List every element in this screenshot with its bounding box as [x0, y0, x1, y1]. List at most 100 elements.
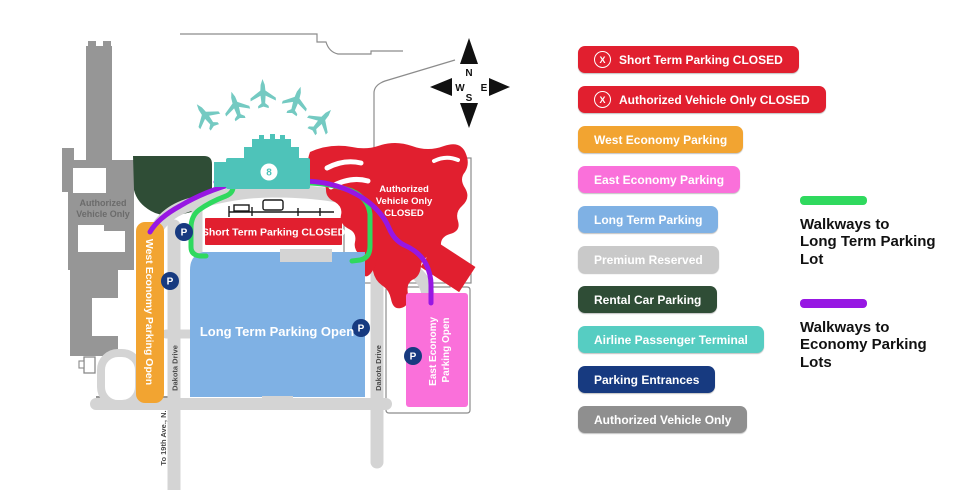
terminal-top — [252, 139, 291, 160]
legend-item-authorized-only: Authorized Vehicle Only — [578, 406, 748, 433]
terminal-gate-badge — [260, 163, 278, 181]
legend-item-premium-reserved: Premium Reserved — [578, 246, 719, 273]
compass-s-label: S — [466, 93, 473, 104]
svg-text:CLOSED: CLOSED — [384, 208, 424, 219]
long-term-top-notch — [280, 249, 332, 262]
compass-south-arrow — [460, 103, 478, 128]
compass-west-arrow — [430, 78, 452, 96]
walkway-purple-east — [292, 178, 434, 306]
boundary-east — [373, 59, 456, 158]
legend-item-parking-entrances: Parking Entrances — [578, 366, 716, 393]
compass-e-label: E — [481, 83, 488, 94]
terminal-stub — [244, 147, 252, 159]
long-term-bottom-tab — [262, 396, 293, 407]
svg-text:Authorized: Authorized — [80, 198, 127, 208]
legend-item-label: Rental Car Parking — [594, 292, 702, 307]
airplane-icons — [186, 78, 341, 141]
closed-zone-finger — [362, 247, 378, 277]
terminal-roof-detail — [270, 134, 275, 139]
compass-rose: N S W E — [430, 38, 510, 128]
closed-zone-lot — [420, 241, 476, 293]
compass-north-arrow — [460, 38, 478, 64]
west-loop-road — [97, 349, 143, 408]
walkway-legend-economy: Walkways to Economy Parking Lots — [800, 299, 927, 371]
dakota-drive-west-label: Dakota Drive — [171, 345, 180, 391]
legend-item-east-economy: East Economy Parking — [578, 166, 741, 193]
walkway-line: Walkways to — [800, 319, 890, 336]
compass-w-label: W — [455, 83, 465, 94]
svg-text:Vehicle Only: Vehicle Only — [376, 196, 433, 207]
terminal-roof-detail — [259, 135, 264, 140]
walkway-green-west — [188, 184, 236, 259]
closed-x-icon: X — [594, 91, 611, 108]
walkway-line: Walkways to — [800, 216, 890, 233]
avo-closed-label: Authorized Vehicle Only CLOSED — [376, 184, 433, 219]
legend-item-label: Parking Entrances — [594, 372, 700, 387]
walkway-line: Lots — [800, 353, 832, 371]
east-economy-parking-lot — [406, 293, 468, 407]
long-term-parking-lot — [190, 252, 365, 397]
west-economy-parking-lot — [136, 222, 164, 403]
building-cutout — [78, 225, 104, 252]
terminal-gate-number: 8 — [266, 168, 272, 179]
terminal-stub — [291, 147, 299, 159]
east-economy-label: East Economy Parking Open — [428, 314, 452, 386]
gray-tower-notch — [103, 41, 111, 47]
map-labels: Authorized Vehicle Only Authorized Vehic… — [76, 184, 452, 466]
compass-east-arrow — [489, 78, 510, 96]
airport-parking-map: 8 Short Term Parking CLOSED — [62, 33, 510, 490]
airplane-icon — [279, 82, 313, 119]
gray-tower — [86, 46, 112, 164]
building-cutout — [101, 231, 125, 252]
legend-item-authorized-closed: X Authorized Vehicle Only CLOSED — [578, 86, 826, 113]
skyway-structure — [228, 199, 334, 217]
walkway-legend-economy-text: Walkways to Economy Parking Lots — [800, 319, 927, 371]
legend-item-terminal: Airline Passenger Terminal — [578, 326, 764, 353]
parking-p-label: P — [358, 324, 365, 335]
building-cutout — [92, 298, 118, 336]
authorized-west-label: Authorized Vehicle Only — [76, 198, 130, 219]
short-term-closed-label: Short Term Parking CLOSED — [202, 227, 346, 239]
legend-item-label: Authorized Vehicle Only CLOSED — [619, 92, 810, 107]
airplane-icon — [219, 87, 253, 124]
terminal-roof-detail — [280, 135, 285, 140]
legend: X Short Term Parking CLOSED X Authorized… — [578, 46, 826, 433]
dakota-drive-east-label: Dakota Drive — [374, 345, 383, 391]
parking-entrance-marker — [404, 347, 422, 365]
svg-text:Authorized: Authorized — [379, 184, 429, 195]
legend-item-short-term-closed: X Short Term Parking CLOSED — [578, 46, 799, 73]
legend-item-label: West Economy Parking — [594, 132, 728, 147]
building-cutouts — [73, 168, 125, 336]
legend-item-label: Premium Reserved — [594, 252, 703, 267]
walkway-line: Long Term Parking — [800, 233, 936, 251]
gray-tower-notch — [88, 41, 96, 47]
parking-entrance-markers: P P P P — [161, 223, 422, 365]
parking-entrance-marker — [352, 319, 370, 337]
to-19th-ave-label: To 19th Ave., N. — [159, 410, 168, 465]
svg-text:Vehicle Only: Vehicle Only — [76, 209, 130, 219]
parking-p-label: P — [181, 228, 188, 239]
legend-item-west-economy: West Economy Parking — [578, 126, 744, 153]
airline-passenger-terminal — [214, 134, 310, 189]
closed-x-icon: X — [594, 51, 611, 68]
airplane-icon — [249, 78, 277, 109]
legend-item-label: Long Term Parking — [594, 212, 703, 227]
parking-p-label: P — [167, 277, 174, 288]
long-term-label: Long Term Parking Open — [200, 324, 354, 339]
legend-item-label: Short Term Parking CLOSED — [619, 52, 783, 67]
parking-entrance-marker — [175, 223, 193, 241]
legend-item-label: Airline Passenger Terminal — [594, 332, 748, 347]
legend-item-long-term: Long Term Parking — [578, 206, 719, 233]
west-economy-label: West Economy Parking Open — [143, 239, 155, 385]
short-term-closed-banner — [205, 218, 342, 245]
boundary-top — [180, 33, 403, 55]
purple-walkway-swatch — [800, 299, 867, 308]
legend-item-label: East Economy Parking — [594, 172, 725, 187]
parking-p-label: P — [410, 352, 417, 363]
terminal-wing — [214, 162, 228, 187]
airplane-icon — [186, 96, 225, 136]
walkway-legend-long-term: Walkways to Long Term Parking Lot — [800, 196, 936, 268]
parking-entrance-marker — [161, 272, 179, 290]
legend-item-label: Authorized Vehicle Only — [594, 412, 732, 427]
walkway-line: Economy Parking — [800, 336, 927, 354]
